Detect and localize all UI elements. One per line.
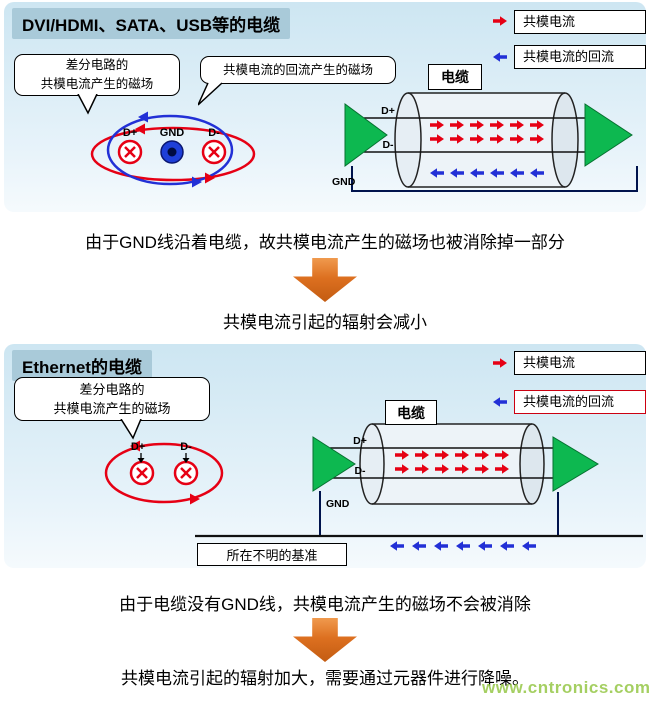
legend-common-mode-current: 共模电流 [514,10,646,34]
legend-common-mode-current: 共模电流 [514,351,646,375]
top-panel-title: DVI/HDMI、SATA、USB等的电缆 [12,8,291,39]
left-driver-triangle [312,436,356,492]
cable-gnd-label: GND [326,498,350,510]
legend-common-mode-return: 共模电流的回流 [514,45,646,69]
cable-dplus-label: D+ [353,435,367,447]
unknown-reference-label-box: 所在不明的基准 [197,543,347,566]
callout-tail [198,82,223,106]
cable-dminus-label: D- [354,465,366,477]
bottom-caption: 由于电缆没有GND线，共模电流产生的磁场不会被消除 [119,595,531,614]
bottom-panel-title: Ethernet的电缆 [12,350,152,381]
top-cable-diagram: D+ D- GND [332,92,638,192]
callout-return-field: 共模电流的回流产生的磁场 [200,56,396,84]
common-mode-current-arrow-icon [493,358,507,368]
gnd-conductor-icon [160,140,184,164]
label-pointer-arrows [137,453,190,463]
return-field-loop [106,114,234,186]
callout-differential-field: 差分电路的 共模电流产生的磁场 [14,54,180,96]
dplus-label: D+ [123,127,137,139]
callout-line: 共模电流的回流产生的磁场 [222,62,373,77]
dminus-label: D- [208,127,220,139]
callout-differential-field: 差分电路的 共模电流产生的磁场 [14,377,210,421]
cable-gnd-label: GND [332,176,356,188]
dminus-conductor-icon [201,139,227,165]
top-field-diagram: D+ GND D- [90,111,256,188]
top-caption: 由于GND线沿着电缆，故共模电流产生的磁场也被消除掉一部分 [85,233,565,252]
bottom-cable-diagram: D+ D- GND [195,423,643,551]
cable-label-box: 电缆 [428,64,482,90]
callout-line: 差分电路的 [79,381,145,397]
callout-tail [77,94,98,115]
gnd-label: GND [160,127,185,139]
dplus-label: D+ [131,441,145,453]
dplus-conductor-icon [117,139,143,165]
cable-dminus-label: D- [382,139,394,151]
dminus-label: D- [180,441,192,453]
cable-label-box: 电缆 [385,400,437,425]
right-driver-triangle [584,103,633,167]
common-mode-field-loop [104,442,224,504]
down-block-arrow [293,258,357,302]
legend-common-mode-return: 共模电流的回流 [514,390,646,414]
callout-line: 差分电路的 [65,58,129,73]
watermark: www.cntronics.com [482,678,650,697]
return-current-arrows [390,541,536,551]
bottom-conclusion: 共模电流引起的辐射加大，需要通过元器件进行降噪。 [121,669,529,688]
callout-line: 共模电流产生的磁场 [53,401,171,416]
common-mode-field-loop [90,126,256,182]
cable-cylinder [394,92,579,188]
common-mode-current-arrow-icon [493,16,507,26]
left-driver-triangle [344,103,388,167]
right-driver-triangle [552,436,599,492]
callout-tail [120,419,142,440]
gnd-path [351,166,638,192]
bottom-field-diagram: D+ D- [104,440,224,505]
cable-dplus-label: D+ [381,105,395,117]
dplus-conductor-icon [129,460,155,486]
top-conclusion: 共模电流引起的辐射会减小 [223,313,427,332]
down-block-arrow [293,618,357,662]
callout-line: 共模电流产生的磁场 [40,77,154,91]
cable-cylinder [359,423,545,505]
